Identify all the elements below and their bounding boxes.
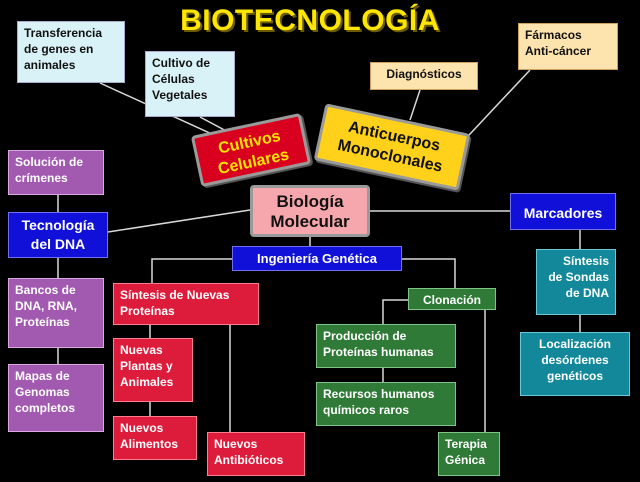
- node-terapia-genica: Terapia Génica: [438, 432, 500, 476]
- node-farmacos-anticancer: Fármacos Anti-cáncer: [518, 23, 618, 70]
- node-ingenieria-genetica: Ingeniería Genética: [232, 246, 402, 271]
- node-bancos-dna: Bancos de DNA, RNA, Proteínas: [8, 278, 104, 348]
- page-title: BIOTECNOLOGÍA: [180, 4, 440, 37]
- node-cultivo-celulas-vegetales: Cultivo de Células Vegetales: [145, 51, 235, 117]
- node-tecnologia-dna: Tecnología del DNA: [8, 212, 108, 258]
- node-biologia-molecular: Biología Molecular: [250, 185, 370, 237]
- node-clonacion: Clonación: [408, 288, 496, 310]
- node-produccion-proteinas: Producción de Proteínas humanas: [316, 324, 456, 368]
- node-sintesis-sondas: Síntesis de Sondas de DNA: [536, 249, 616, 315]
- node-transferencia-genes: Transferencia de genes en animales: [17, 21, 125, 83]
- node-recursos-humanos: Recursos humanos químicos raros: [316, 382, 456, 426]
- node-sintesis-proteinas: Síntesis de Nuevas Proteínas: [113, 283, 259, 325]
- node-nuevas-plantas-animales: Nuevas Plantas y Animales: [113, 338, 193, 402]
- node-localizacion-desordenes: Localización desórdenes genéticos: [520, 332, 630, 396]
- node-mapas-genomas: Mapas de Genomas completos: [8, 364, 104, 432]
- node-marcadores: Marcadores: [510, 193, 616, 230]
- node-solucion-crimenes: Solución de crímenes: [8, 150, 104, 195]
- node-nuevos-antibioticos: Nuevos Antibióticos: [207, 432, 305, 476]
- node-diagnosticos: Diagnósticos: [370, 62, 478, 90]
- node-nuevos-alimentos: Nuevos Alimentos: [113, 416, 197, 460]
